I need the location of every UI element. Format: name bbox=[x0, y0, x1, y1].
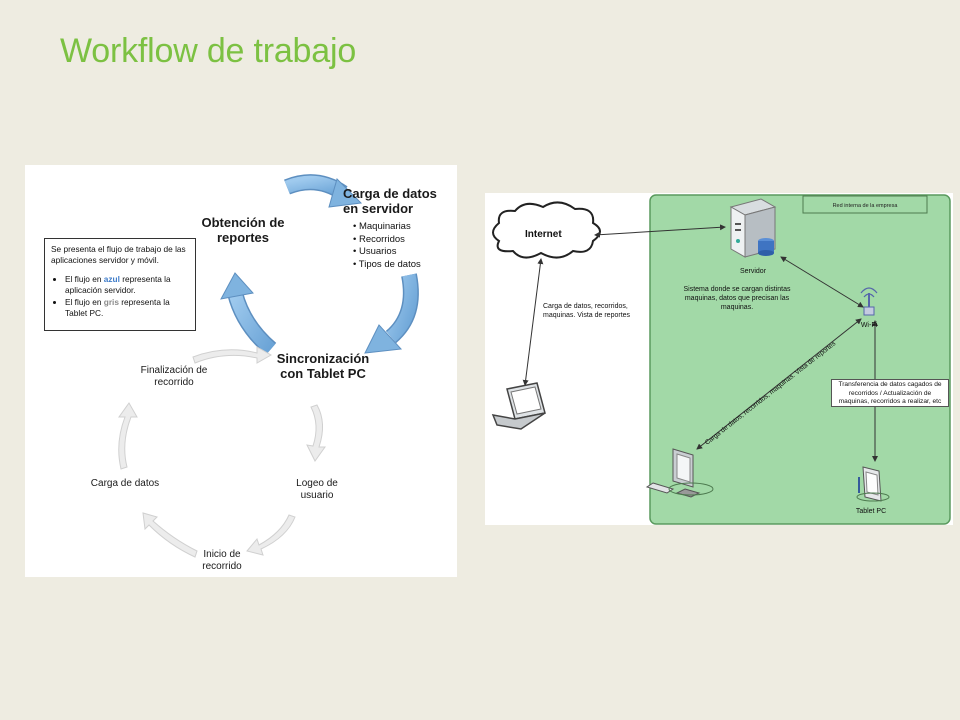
server-item: Recorridos bbox=[353, 234, 421, 247]
server-items-list: Maquinarias Recorridos Usuarios Tipos de… bbox=[353, 221, 421, 271]
laptop-link-label: Carga de datos, recorridos, maquinas. Vi… bbox=[543, 303, 631, 319]
legend-blue-word: azul bbox=[103, 274, 120, 284]
step-sync: Sincronización con Tablet PC bbox=[276, 351, 370, 381]
step-server-load: Carga de datos en servidor bbox=[343, 186, 437, 216]
internet-label: Internet bbox=[525, 229, 562, 240]
server-item: Usuarios bbox=[353, 246, 421, 259]
company-network-area bbox=[649, 194, 951, 525]
desktop-pc-icon bbox=[645, 448, 714, 498]
company-network-label: Red interna de la empresa bbox=[833, 203, 899, 209]
arrow-to-sync bbox=[364, 273, 419, 354]
company-network-label-box bbox=[802, 195, 928, 214]
step-data-load: Carga de datos bbox=[90, 478, 160, 489]
tablet-icon bbox=[856, 466, 890, 502]
line-wifi-pc bbox=[696, 318, 862, 450]
network-svg: Red interna de la empresa Internet Servi… bbox=[491, 194, 951, 525]
legend-gray-prefix: El flujo en bbox=[65, 297, 102, 307]
step-login: Logeo de usuario bbox=[296, 478, 338, 501]
legend-gray-word: gris bbox=[103, 297, 119, 307]
server-item: Maquinarias bbox=[353, 221, 421, 234]
legend-intro: Se presenta el flujo de trabajo de las a… bbox=[51, 244, 186, 265]
workflow-legend-box: Se presenta el flujo de trabajo de las a… bbox=[44, 238, 196, 331]
workflow-arrows bbox=[118, 174, 419, 558]
legend-blue-suffix: representa la aplicación servidor. bbox=[65, 274, 171, 295]
server-label: Servidor bbox=[740, 268, 767, 275]
workflow-diagram: Carga de datos en servidor Maquinarias R… bbox=[25, 165, 457, 577]
network-diagram: Red interna de la empresa Internet Servi… bbox=[485, 193, 953, 525]
server-item: Tipos de datos bbox=[353, 259, 421, 272]
line-internet-laptop bbox=[522, 258, 544, 386]
wifi-label: Wi-Fi bbox=[861, 322, 878, 329]
slide-title: Workflow de trabajo bbox=[60, 32, 357, 70]
tablet-label: Tablet PC bbox=[856, 508, 886, 515]
tablet-transfer-label: Transferencia de datos cagados de recorr… bbox=[831, 379, 949, 407]
step-route-end: Finalización de recorrido bbox=[140, 365, 208, 388]
gray-flow-arrows bbox=[118, 346, 326, 558]
legend-gray-suffix: representa la Tablet PC. bbox=[65, 297, 170, 318]
legend-blue-item: El flujo en azul representa la aplicació… bbox=[65, 274, 189, 296]
line-internet-server bbox=[594, 224, 726, 238]
internet-cloud-icon bbox=[492, 201, 601, 259]
step-route-start: Inicio de recorrido bbox=[202, 549, 242, 572]
step-reports: Obtención de reportes bbox=[201, 215, 285, 245]
arrow-to-reports bbox=[220, 272, 277, 356]
laptop-icon bbox=[491, 382, 546, 430]
legend-gray-item: El flujo en gris representa la Tablet PC… bbox=[65, 297, 189, 319]
line-server-wifi bbox=[780, 256, 864, 308]
legend-blue-prefix: El flujo en bbox=[65, 274, 102, 284]
arrow-to-server-load bbox=[284, 174, 363, 208]
server-icon bbox=[729, 198, 777, 258]
server-description: Sistema donde se cargan distintas maquin… bbox=[683, 286, 791, 311]
